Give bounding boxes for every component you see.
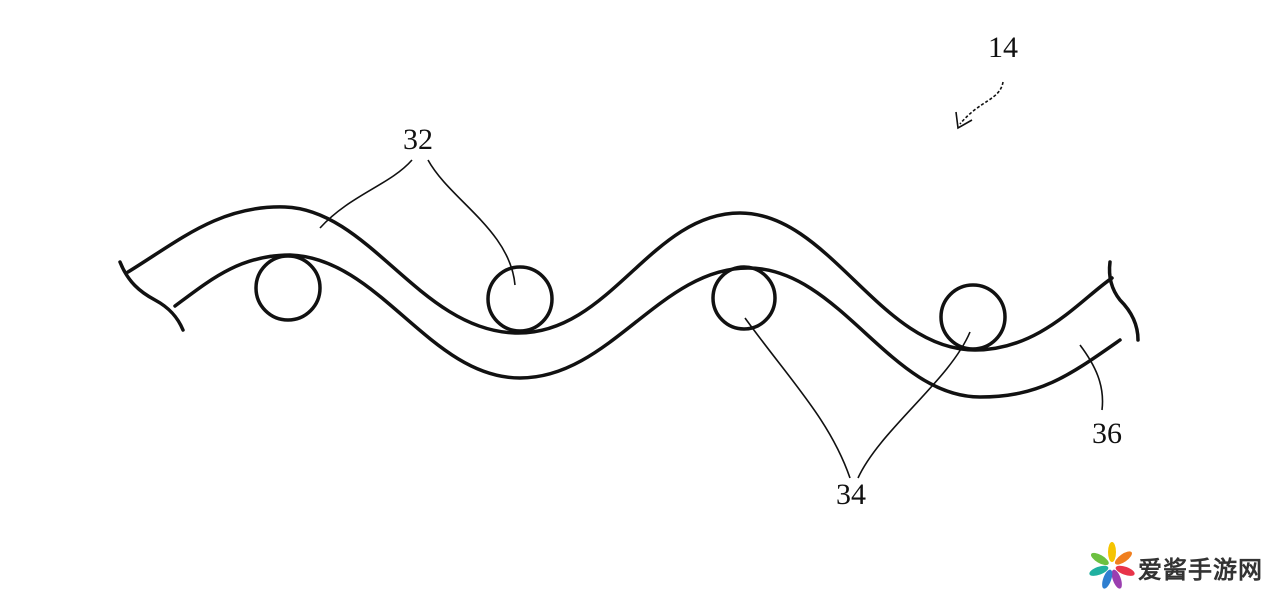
leader-36 [1079, 344, 1104, 411]
leader-32b [427, 159, 516, 286]
arrow-head-icon [955, 111, 973, 130]
band-top-edge [126, 205, 1114, 352]
left-end-break [118, 260, 185, 332]
label-34: 34 [836, 478, 866, 511]
label-36: 36 [1092, 417, 1122, 450]
roller-3 [711, 265, 777, 331]
label-14: 14 [988, 31, 1018, 64]
label-32: 32 [403, 123, 433, 156]
watermark-text: 爱酱手游网 [1138, 556, 1263, 584]
right-end-break [1107, 260, 1140, 342]
roller-4 [939, 283, 1007, 351]
watermark-logo-icon [1089, 542, 1135, 589]
arrow-14 [959, 81, 1004, 125]
leader-32a [319, 159, 413, 229]
roller-1 [254, 254, 322, 322]
leader-34b [857, 331, 971, 479]
leader-34a [744, 317, 851, 479]
roller-2 [486, 265, 554, 333]
